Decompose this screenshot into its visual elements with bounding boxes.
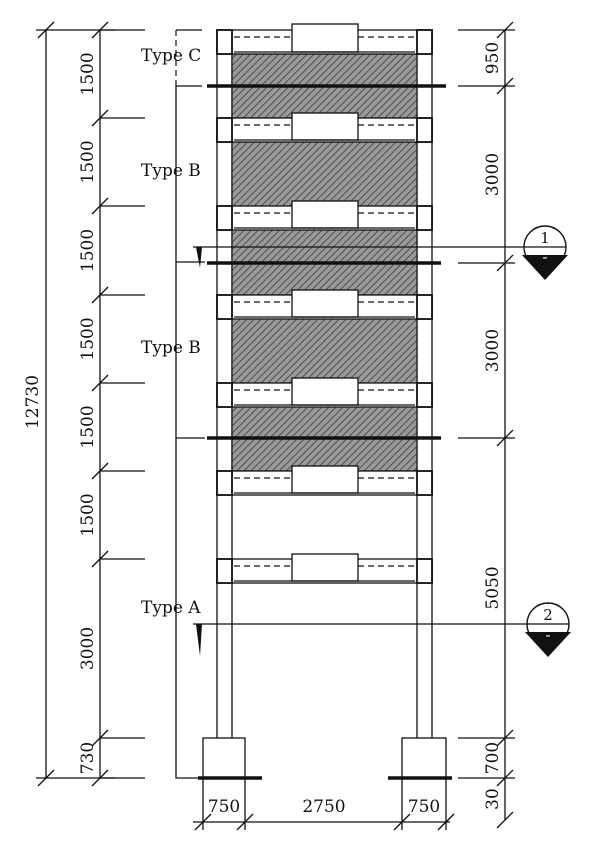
section-marker-2-sub: - (545, 626, 550, 644)
type-labels: Type C Type B Type B Type A (141, 46, 201, 618)
left-dimension-label: 3000 (78, 627, 98, 670)
bottom-dim-middle: 2750 (302, 797, 345, 817)
level-lines (207, 84, 446, 440)
beam-band (216, 200, 433, 231)
foundations (198, 737, 452, 780)
section-marker-1-number: 1 (540, 229, 550, 247)
right-dimension-label: 30 (483, 788, 503, 810)
type-label-b-lower: Type B (141, 338, 201, 358)
bottom-dim-left: 750 (208, 797, 240, 817)
right-dimension-chain: 950 3000 3000 5050 700 30 (458, 21, 515, 829)
left-dimension-label: 1500 (78, 52, 98, 95)
bottom-dim-right: 750 (408, 797, 440, 817)
right-dimension-label: 950 (483, 42, 503, 74)
support-outline (175, 29, 205, 779)
section-marker-2-number: 2 (543, 606, 553, 624)
right-dimension-label: 5050 (483, 566, 503, 609)
section-marker-2: 2 - (193, 602, 571, 657)
left-dimension-label: 1500 (78, 317, 98, 360)
beam-band (216, 465, 433, 496)
section-marker-1: 1 - (193, 225, 568, 280)
beam-band (216, 377, 433, 408)
left-dimension-chain: 1500 1500 1500 1500 1500 1500 3000 730 (78, 21, 145, 787)
beam-band (216, 112, 433, 143)
beam-band (216, 289, 433, 320)
right-dimension-label: 3000 (483, 153, 503, 196)
type-label-b-upper: Type B (141, 161, 201, 181)
right-footing (401, 737, 447, 779)
bottom-dimension-chain: 750 2750 750 (193, 778, 455, 831)
right-dimension-label: 3000 (483, 329, 503, 372)
beam-band (216, 23, 433, 55)
type-label-c: Type C (141, 46, 201, 66)
left-dimension-label: 730 (78, 742, 98, 774)
left-dimension-label: 1500 (78, 229, 98, 272)
left-dimension-label: 1500 (78, 140, 98, 183)
beam-bands (216, 23, 433, 584)
type-label-a: Type A (141, 598, 201, 618)
left-footing (202, 737, 246, 779)
left-dimension-label: 1500 (78, 493, 98, 536)
section-marker-1-sub: - (542, 248, 547, 266)
beam-band (216, 553, 433, 584)
left-dimension-label: 1500 (78, 405, 98, 448)
left-total-dimension: 12730 (23, 21, 115, 787)
total-height-label: 12730 (23, 375, 43, 429)
right-dimension-label: 700 (483, 742, 503, 774)
